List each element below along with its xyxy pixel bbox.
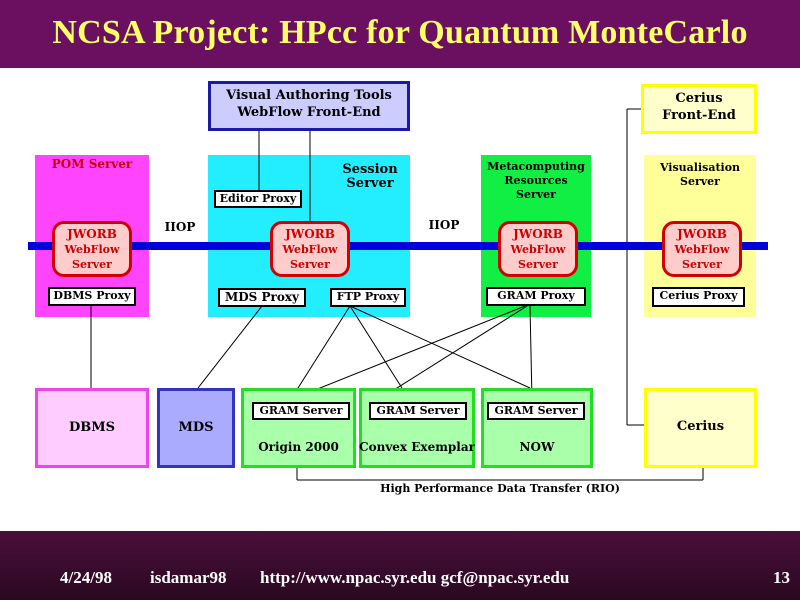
dbms-box	[35, 388, 149, 468]
cerius-label: Cerius	[676, 419, 725, 434]
gram-server-convex: GRAM Server	[369, 402, 467, 420]
footer-event: isdamar98	[150, 568, 227, 587]
jworb-line1: JWORB	[513, 227, 563, 241]
title-bar	[0, 0, 800, 68]
metacomputing-title1: Metacomputing	[487, 160, 585, 173]
visualisation-title1: Visualisation	[659, 161, 741, 174]
ftp-proxy: FTP Proxy	[330, 288, 406, 307]
gram-proxy: GRAM Proxy	[486, 287, 586, 306]
cerius-box	[644, 388, 757, 468]
session-server-title1: Session	[342, 162, 398, 177]
cerius-proxy: Cerius Proxy	[652, 287, 745, 307]
now-box	[481, 388, 593, 468]
slide-title: NCSA Project: HPcc for Quantum MonteCarl…	[52, 14, 748, 51]
rio-label: High Performance Data Transfer (RIO)	[380, 482, 620, 495]
metacomputing-title2: Resources	[504, 174, 568, 187]
visual-tools-line2: WebFlow Front-End	[237, 105, 381, 120]
dbms-proxy: DBMS Proxy	[48, 287, 136, 306]
mds-box	[157, 388, 235, 468]
mds-label: MDS	[178, 420, 214, 435]
jworb-line2: WebFlow	[510, 243, 566, 256]
footer-date: 4/24/98	[60, 568, 112, 587]
cerius-front-box	[641, 84, 757, 134]
jworb-line2: WebFlow	[282, 243, 338, 256]
iiop-left-label: IIOP	[164, 220, 196, 234]
iiop-bus	[28, 242, 768, 250]
metacomputing-title3: Server	[516, 188, 556, 201]
pom-server-title: POM Server	[51, 157, 133, 171]
now-label: NOW	[519, 440, 555, 454]
jworb-server-metacomputing: JWORB WebFlow Server	[498, 221, 578, 277]
session-server-title2: Server	[346, 176, 394, 191]
visual-tools-box	[208, 81, 410, 131]
jworb-server-pom: JWORB WebFlow Server	[52, 221, 132, 277]
jworb-server-session: JWORB WebFlow Server	[270, 221, 350, 277]
jworb-line3: Server	[518, 258, 558, 271]
footer-urls: http://www.npac.syr.edu gcf@npac.syr.edu	[260, 568, 570, 587]
cerius-front-line1: Cerius	[675, 91, 723, 106]
visualisation-title2: Server	[680, 175, 720, 188]
visual-tools-line1: Visual Authoring Tools	[226, 88, 392, 103]
origin-2000-box	[241, 388, 356, 468]
footer-bar	[0, 531, 800, 600]
mds-proxy: MDS Proxy	[218, 288, 306, 307]
origin-2000-label: Origin 2000	[258, 440, 339, 454]
iiop-right-label: IIOP	[428, 218, 460, 232]
cerius-front-line2: Front-End	[662, 108, 736, 123]
dbms-label: DBMS	[68, 420, 116, 435]
gram-server-now: GRAM Server	[487, 402, 585, 420]
jworb-line1: JWORB	[285, 227, 335, 241]
jworb-line1: JWORB	[677, 227, 727, 241]
jworb-line1: JWORB	[67, 227, 117, 241]
gram-server-origin: GRAM Server	[252, 402, 350, 420]
editor-proxy: Editor Proxy	[214, 190, 302, 208]
convex-exemplar-box	[359, 388, 475, 468]
jworb-line3: Server	[290, 258, 330, 271]
jworb-line2: WebFlow	[64, 243, 120, 256]
footer-page-number: 13	[773, 568, 790, 587]
jworb-line3: Server	[682, 258, 722, 271]
jworb-line2: WebFlow	[674, 243, 730, 256]
convex-exemplar-label: Convex Exemplar	[359, 440, 475, 454]
jworb-line3: Server	[72, 258, 112, 271]
jworb-server-visualisation: JWORB WebFlow Server	[662, 221, 742, 277]
